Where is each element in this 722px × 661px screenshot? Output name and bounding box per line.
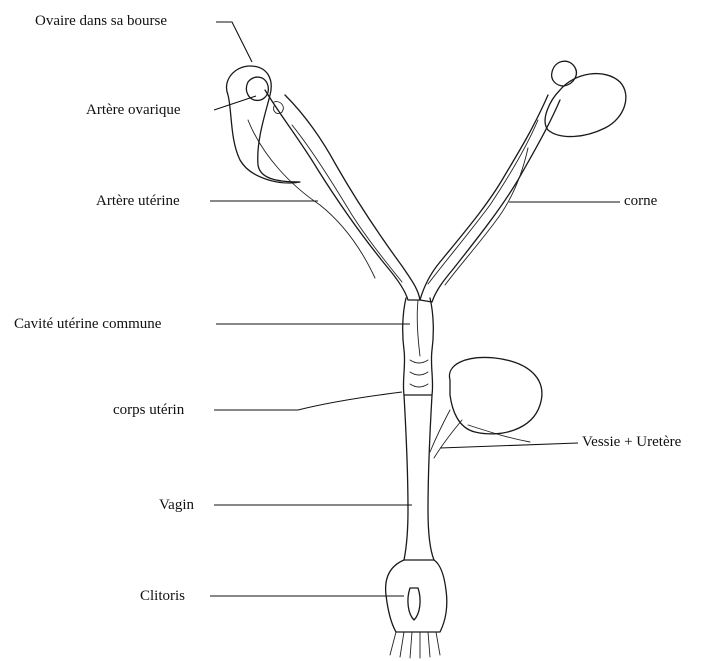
left-ovary — [246, 77, 268, 100]
left-horn-inner — [292, 125, 402, 282]
leader-artere-ovarique — [214, 96, 256, 110]
label-vagin: Vagin — [159, 496, 194, 514]
leader-ovaire — [216, 22, 252, 62]
uterine-septum — [417, 300, 420, 356]
uterine-body-outline — [403, 298, 434, 395]
label-ovaire: Ovaire dans sa bourse — [35, 12, 167, 30]
leader-vessie — [440, 443, 578, 448]
vulva-fringe — [390, 632, 440, 658]
leader-corps — [214, 392, 402, 410]
label-cavite: Cavité utérine commune — [14, 315, 161, 333]
label-clitoris: Clitoris — [140, 587, 185, 605]
right-horn-outline — [420, 95, 560, 302]
clitoris-shape — [408, 588, 420, 620]
uterine-body-folds — [410, 360, 428, 387]
vagina-outline — [404, 395, 434, 560]
left-ovary-bursa — [227, 66, 300, 183]
label-corne: corne — [624, 192, 657, 210]
label-artere-uterine: Artère utérine — [96, 192, 180, 210]
label-corps: corps utérin — [113, 401, 184, 419]
left-horn-outline — [265, 90, 420, 300]
label-artere-ovarique: Artère ovarique — [86, 101, 181, 119]
bladder-outline — [449, 357, 541, 433]
label-vessie: Vessie + Uretère — [582, 433, 681, 451]
right-ovary — [552, 61, 577, 86]
